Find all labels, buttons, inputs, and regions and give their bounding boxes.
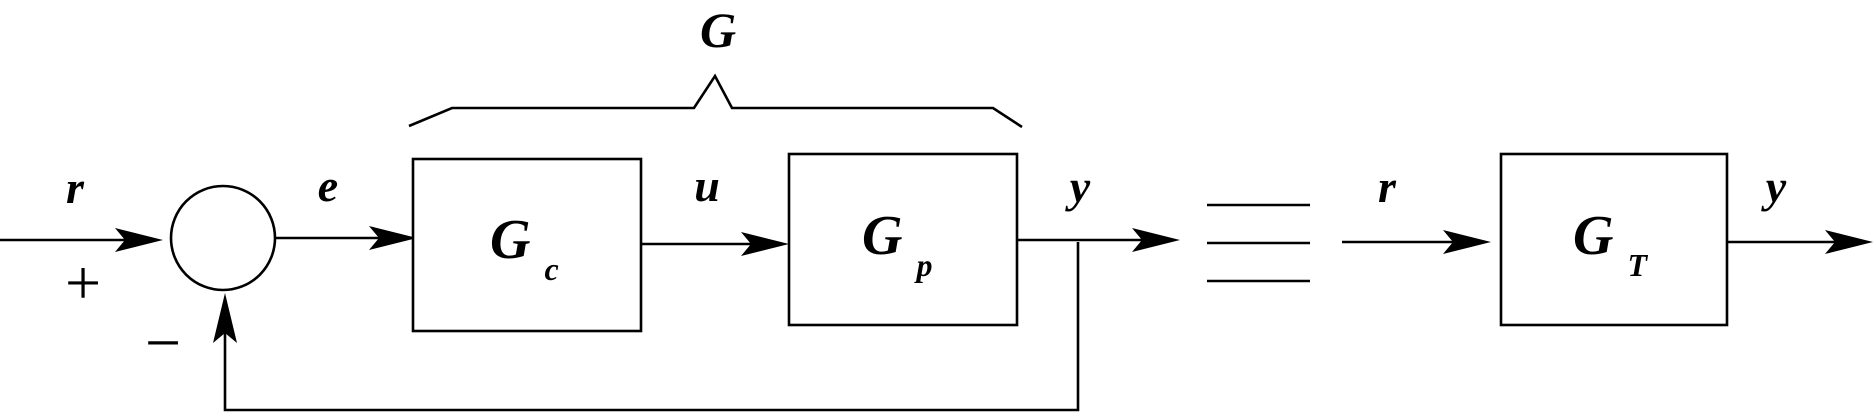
group-brace [408,73,1023,129]
input-arrowhead [115,228,163,252]
output-label-y: y [1065,161,1091,212]
total-label: G T [1573,205,1648,283]
control-arrowhead [741,232,789,256]
total-label-main: G [1573,205,1613,267]
controller-block [411,157,643,333]
right-output-arrowhead [1825,230,1873,254]
error-arrowhead [369,226,417,250]
error-label-e: e [318,160,338,211]
plus-sign: + [65,247,101,318]
control-label-u: u [694,160,720,211]
plant-label: G p [862,205,932,283]
controller-label: G c [490,209,559,287]
right-input-label-r: r [1378,161,1397,212]
input-label-r: r [66,162,85,213]
feedback-arrowhead [213,293,237,343]
plant-label-main: G [862,205,902,267]
equivalence-sign [1207,203,1310,283]
feedback-path [223,242,1080,412]
group-label-G: G [700,2,736,58]
right-output-label-y: y [1761,161,1787,212]
total-block [1499,152,1729,327]
right-input-arrowhead [1443,230,1491,254]
summing-junction [169,184,277,292]
total-label-sub: T [1627,247,1648,283]
controller-label-main: G [490,209,530,271]
plant-block [787,152,1019,327]
output-arrowhead [1132,228,1180,252]
controller-label-sub: c [544,251,558,287]
minus-sign: − [145,307,181,378]
plant-label-sub: p [913,247,932,283]
